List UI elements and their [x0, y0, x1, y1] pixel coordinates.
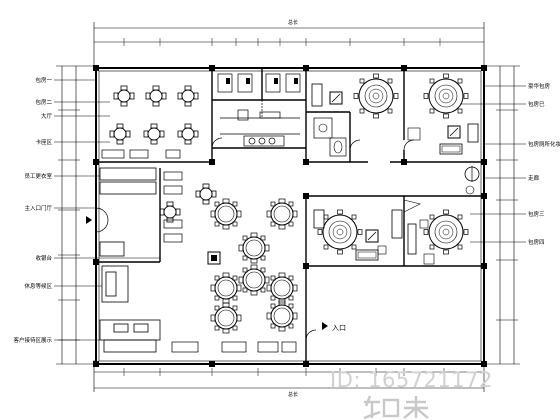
structural-columns: [93, 65, 487, 367]
dining-area-top-left: [101, 85, 199, 159]
label-left-6: 主入口门厅: [24, 204, 52, 212]
outer-walls: [95, 67, 485, 365]
label-right-4: 走廊: [528, 174, 540, 182]
right-labels: 豪华包房 包房已 包房厕所化妆 走廊 包房三 包房四: [528, 82, 560, 246]
label-right-6: 包房四: [528, 238, 545, 246]
bottom-booth-row: [171, 341, 297, 353]
label-left-1: 包房一: [35, 76, 52, 84]
label-left-7: 收银台: [35, 254, 52, 262]
reception-area: [99, 167, 161, 353]
north-arrow-icon: [464, 166, 480, 195]
main-hall-tables: [159, 183, 298, 334]
label-left-9: 客户接待区展示: [13, 336, 52, 344]
kitchen-hatch: [226, 78, 230, 84]
hall-pillar: [211, 255, 217, 261]
left-labels: 包房一 包房二 大厅 卡座区 员工更衣室 主入口门厅 收银台 休息等候区 客户接…: [13, 76, 52, 344]
private-room-top-right: [407, 73, 479, 155]
private-room-bottom-middle: [313, 209, 403, 261]
entrance-arrow-icon: [86, 216, 92, 224]
label-left-5: 员工更衣室: [24, 172, 52, 180]
label-right-5: 包房三: [528, 210, 545, 218]
booth-seats: [163, 171, 183, 243]
private-room-bottom-right: [403, 199, 469, 265]
dimension-lines: [56, 22, 520, 392]
label-left-4: 卡座区: [35, 138, 52, 146]
hall-pillar: [207, 251, 221, 265]
label-leaders: [54, 79, 526, 341]
doors: [95, 137, 415, 341]
watermark-id: ID: 165721172: [330, 368, 493, 392]
label-left-2: 包房二: [35, 98, 52, 106]
bottom-total-dimension: 总长: [288, 391, 298, 398]
top-total-dimension: 总长: [288, 19, 298, 26]
private-room-top-middle: [311, 73, 399, 157]
label-right-2: 包房已: [528, 100, 545, 108]
kitchen-hatch: [274, 78, 278, 84]
watermark-logo: [363, 395, 429, 420]
label-right-1: 豪华包房: [528, 82, 551, 90]
kitchen-area: [217, 73, 301, 147]
entrance-label: 入口: [332, 324, 346, 332]
door-arrow-icon: [322, 322, 328, 330]
kitchen-hatch: [294, 78, 298, 84]
kitchen-hatch: [246, 78, 250, 84]
label-left-8: 休息等候区: [24, 282, 52, 290]
label-right-3: 包房厕所化妆: [528, 140, 560, 148]
label-left-3: 大厅: [41, 112, 53, 120]
